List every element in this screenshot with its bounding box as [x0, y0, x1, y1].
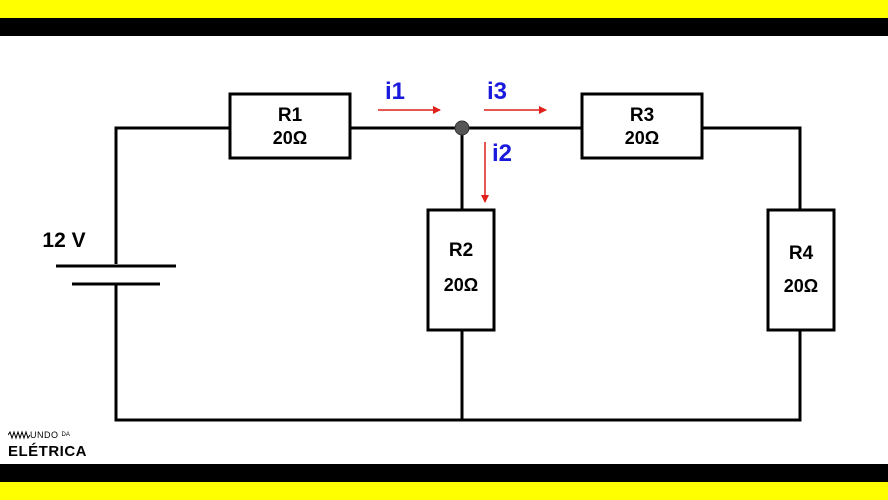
resistor-r3-body	[580, 92, 704, 160]
wires	[114, 126, 802, 422]
battery-voltage-label: 12 V	[42, 229, 85, 252]
resistor-r3-value: 20Ω	[625, 128, 659, 148]
top-black-band	[0, 18, 888, 36]
resistor-r2-name: R2	[449, 240, 473, 261]
junction-node	[454, 120, 470, 136]
top-yellow-band	[0, 0, 888, 18]
resistor-r1: R1 20Ω	[228, 92, 352, 160]
resistor-r1-name: R1	[278, 105, 303, 126]
current-i3: i3	[484, 78, 547, 114]
wire-left-top	[114, 126, 230, 264]
resistor-r4-name: R4	[789, 243, 814, 264]
resistor-r3: R3 20Ω	[580, 92, 704, 160]
current-i2: i2	[481, 140, 512, 203]
battery: 12 V	[42, 229, 176, 286]
resistor-r2-body	[426, 208, 496, 332]
resistor-r1-value: 20Ω	[273, 128, 307, 148]
mundo-da-eletrica-logo: UNDO DA ELÉTRICA	[8, 428, 98, 462]
current-i3-label: i3	[487, 78, 507, 105]
current-i1-label: i1	[385, 78, 405, 105]
logo-word-undo: UNDO	[30, 430, 59, 440]
sine-wave-icon	[8, 430, 30, 440]
resistor-r4-body	[766, 208, 836, 332]
current-i1: i1	[378, 78, 441, 114]
bottom-yellow-band	[0, 482, 888, 500]
resistor-r2: R2 20Ω	[426, 208, 496, 332]
wire-r3-r4	[702, 126, 802, 210]
resistor-r1-body	[228, 92, 352, 160]
logo-word-eletrica: ELÉTRICA	[8, 443, 87, 460]
bottom-black-band	[0, 464, 888, 482]
current-i2-label: i2	[492, 140, 512, 167]
resistor-r4: R4 20Ω	[766, 208, 836, 332]
logo-top-row: UNDO DA	[8, 428, 70, 442]
resistor-r4-value: 20Ω	[784, 276, 818, 296]
resistor-r2-value: 20Ω	[444, 275, 478, 295]
resistor-r3-name: R3	[630, 105, 654, 126]
logo-word-da: DA	[61, 432, 70, 438]
wire-bottom	[114, 284, 802, 422]
